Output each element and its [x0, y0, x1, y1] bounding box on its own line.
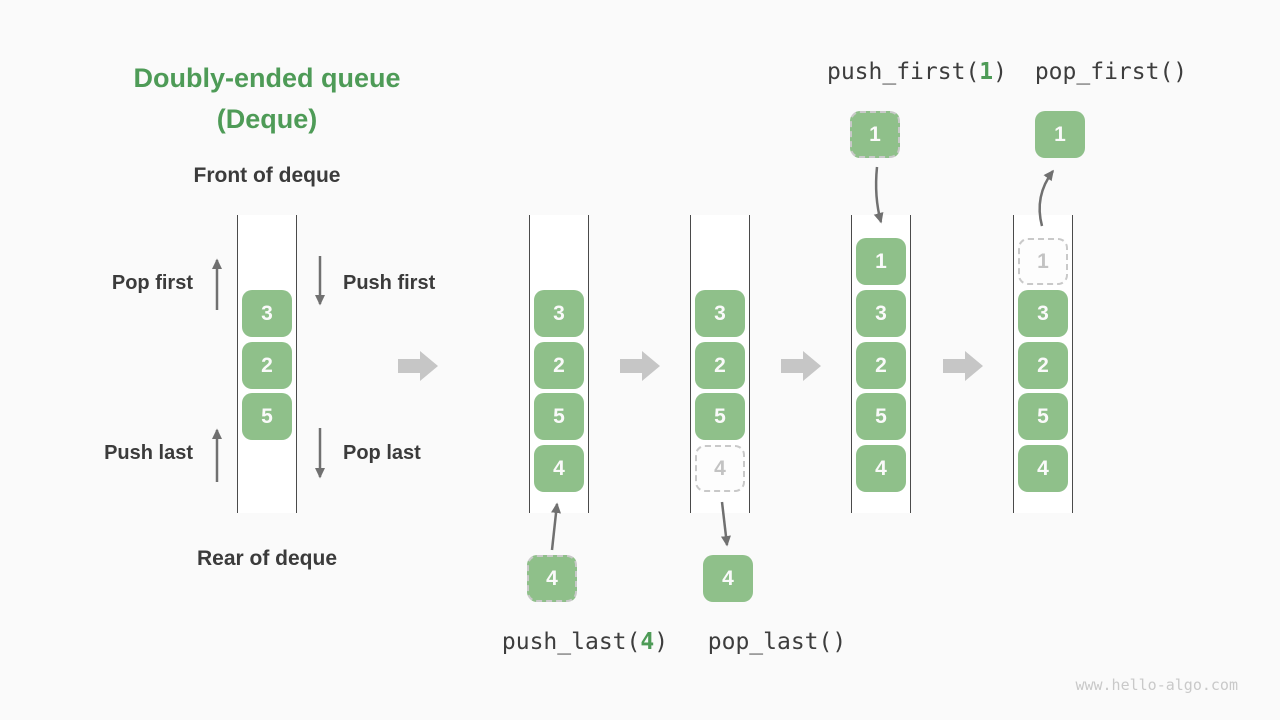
queue-cell: 5 [856, 393, 906, 440]
queue-cell: 3 [534, 290, 584, 337]
push-first-code-label: push_first(1) [817, 59, 1017, 85]
pop-first-result-cell: 1 [1035, 111, 1085, 158]
flow-arrow-icon [398, 351, 438, 381]
queue-cell: 5 [534, 393, 584, 440]
rear-of-deque-label: Rear of deque [196, 547, 338, 570]
push-last-close: ) [654, 629, 669, 655]
push-last-direction-label: Push last [104, 442, 193, 464]
queue-cell: 3 [242, 290, 292, 337]
watermark: www.hello-algo.com [1075, 676, 1238, 694]
flow-arrow-icon [943, 351, 983, 381]
queue-cell: 3 [1018, 290, 1068, 337]
push-first-op-arrow-icon [873, 166, 884, 224]
queue-state-after-push-first: 1 3 2 5 4 [851, 215, 911, 513]
flow-arrow-icon [781, 351, 821, 381]
push-first-direction-label: Push first [343, 272, 436, 294]
diagram-title: Doubly-ended queue (Deque) [97, 58, 437, 140]
queue-cell: 2 [242, 342, 292, 389]
pop-first-code-label: pop_first() [1034, 59, 1188, 85]
push-last-fn: push_last( [501, 629, 641, 655]
queue-cell: 2 [695, 342, 745, 389]
push-last-incoming-cell: 4 [527, 555, 577, 602]
queue-cell: 4 [534, 445, 584, 492]
queue-cell-ghost: 4 [695, 445, 745, 492]
queue-cell: 5 [695, 393, 745, 440]
queue-cell: 5 [242, 393, 292, 440]
queue-cell-ghost: 1 [1018, 238, 1068, 285]
pop-first-direction-label: Pop first [111, 272, 193, 294]
pop-last-code-label: pop_last() [707, 629, 847, 655]
pop-last-result-cell: 4 [703, 555, 753, 602]
push-first-arg: 1 [979, 59, 994, 85]
queue-state-during-pop-last: 3 2 5 4 [690, 215, 750, 513]
queue-cell: 2 [856, 342, 906, 389]
front-of-deque-label: Front of deque [193, 164, 341, 187]
push-first-close: ) [993, 59, 1008, 85]
pop-last-direction-label: Pop last [343, 442, 421, 464]
queue-cell: 3 [695, 290, 745, 337]
diagram-title-line1: Doubly-ended queue [133, 63, 401, 93]
queue-cell: 4 [1018, 445, 1068, 492]
diagram-title-line2: (Deque) [216, 104, 318, 134]
queue-cell: 3 [856, 290, 906, 337]
push-last-code-label: push_last(4) [485, 629, 685, 655]
queue-state-initial: 3 2 5 [237, 215, 297, 513]
queue-cell: 1 [856, 238, 906, 285]
queue-cell: 2 [534, 342, 584, 389]
queue-cell: 4 [856, 445, 906, 492]
queue-state-during-pop-first: 1 3 2 5 4 [1013, 215, 1073, 513]
flow-arrow-icon [620, 351, 660, 381]
push-first-fn: push_first( [826, 59, 980, 85]
push-first-incoming-cell: 1 [850, 111, 900, 158]
queue-state-after-push-last: 3 2 5 4 [529, 215, 589, 513]
queue-cell: 5 [1018, 393, 1068, 440]
queue-cell: 2 [1018, 342, 1068, 389]
push-last-arg: 4 [640, 629, 655, 655]
